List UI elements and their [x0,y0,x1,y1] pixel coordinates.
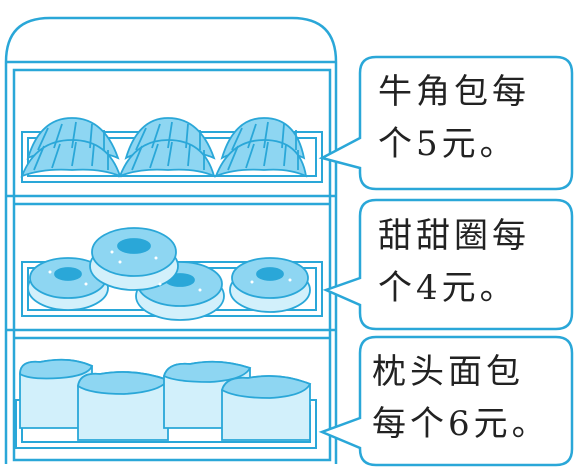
croissant-price-line-2: 个5元。 [378,124,518,164]
donut-sprinkles [48,250,292,292]
display-cabinet [4,16,338,464]
donut-price-line-2: 个4元。 [378,268,518,308]
bread-loaf [220,375,312,441]
cabinet-outline [4,16,338,464]
bread-price-label: 枕头面包 每个6元。 [372,346,550,450]
bubble-croissant [318,55,574,191]
donut [229,257,311,313]
donut [89,227,179,291]
croissant-price-label: 牛角包每 个5元。 [378,66,530,170]
croissant-price-line-1: 牛角包每 [378,72,530,112]
croissant [118,117,216,178]
croissant [20,117,122,178]
bread-price-line-2: 每个6元。 [372,404,550,444]
croissants [20,117,308,178]
bread-loaf [77,371,170,441]
cabinet-inner-frame [12,68,332,462]
bubble-bread [318,335,574,467]
donuts [27,227,311,321]
bread-loaf [19,358,94,429]
donut-price-line-1: 甜甜圈每 [378,216,530,256]
croissant [214,117,308,178]
price-bubbles [318,55,574,467]
bread-price-line-1: 枕头面包 [372,352,524,392]
donut-price-label: 甜甜圈每 个4元。 [378,210,530,314]
bread-loaves [19,358,312,441]
donut [27,257,109,311]
bubble-donut [322,198,574,331]
